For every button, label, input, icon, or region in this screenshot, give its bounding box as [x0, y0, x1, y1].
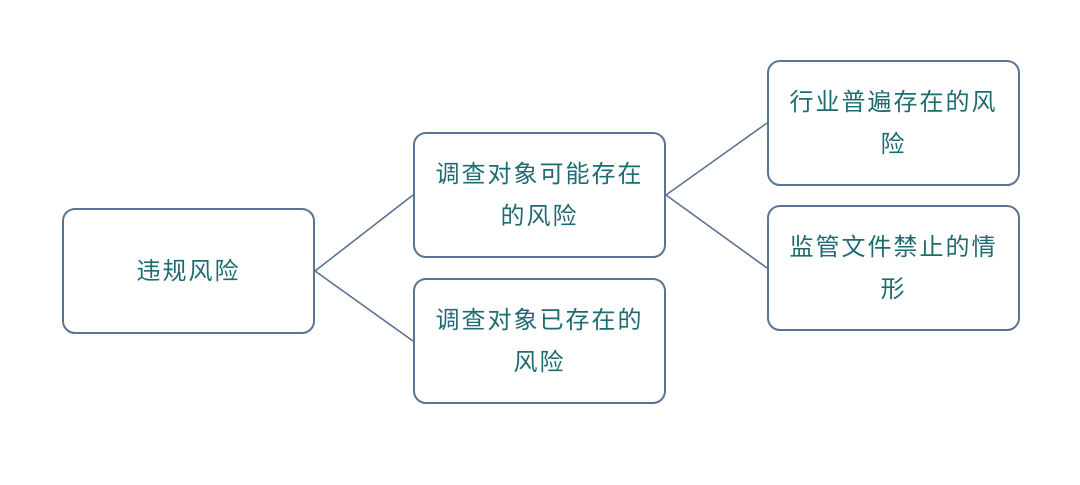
node-regulatory-prohibition: 监管文件禁止的情形 [767, 205, 1020, 331]
edge-root-potential [314, 194, 414, 272]
edge-potential-industry [665, 122, 768, 196]
node-label: 调查对象已存在的风险 [435, 306, 644, 376]
edge-root-existing [314, 270, 414, 342]
node-label: 行业普遍存在的风险 [789, 88, 998, 158]
node-label: 监管文件禁止的情形 [789, 233, 998, 303]
edge-potential-regulatory [665, 194, 768, 269]
node-potential-risk: 调查对象可能存在的风险 [413, 132, 666, 258]
node-existing-risk: 调查对象已存在的风险 [413, 278, 666, 404]
node-label: 调查对象可能存在的风险 [435, 160, 644, 230]
node-industry-risk: 行业普遍存在的风险 [767, 60, 1020, 186]
node-label: 违规风险 [136, 257, 241, 285]
node-violation-risk: 违规风险 [62, 208, 315, 334]
